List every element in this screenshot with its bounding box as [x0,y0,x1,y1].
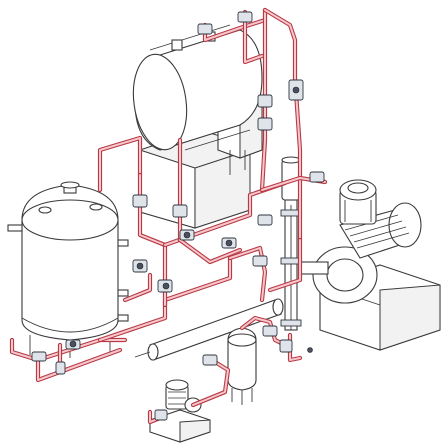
valve-10 [252,255,268,267]
pipe-highlight-19 [241,317,286,346]
pipe-highlight-18 [192,361,229,406]
valve-13 [257,94,273,108]
pipe-highlight-16 [179,239,241,263]
pipe-highlight-10 [244,11,263,63]
horizontal-tube-exchanger [134,298,284,361]
horizontal-drum-tank [132,24,263,151]
valve-21 [154,409,168,421]
valve-28 [307,347,313,353]
pipe-highlight-15 [269,239,301,291]
pipe-highlight-20 [124,274,151,301]
valve-15 [237,11,253,23]
pipe-highlight-2 [37,349,121,381]
valve-4 [132,194,148,208]
pipe-run-5 [97,135,143,193]
valve-26 [225,239,233,247]
pipe-highlight-11 [261,9,266,191]
pipe-highlight-12 [264,9,301,241]
valve-20 [279,339,293,353]
valve-24 [183,231,191,239]
small-receiver-tank [227,327,257,405]
valve-19 [262,325,278,337]
valve-23 [136,262,144,270]
large-pump-motor [299,179,441,351]
valve-14 [257,117,273,131]
valve-3 [55,361,66,375]
valve-18 [202,354,218,366]
valve-5 [172,204,188,218]
valve-27 [292,86,300,94]
valve-17 [309,171,325,183]
pipe-highlight-5 [99,137,141,191]
valve-25 [69,340,77,348]
pipe-run-20 [122,272,153,303]
valve-16 [197,23,213,35]
vertical-storage-tank [7,181,129,358]
valve-11 [257,214,273,226]
valves-and-fittings [31,11,325,421]
vertical-column [280,156,302,331]
valve-1 [31,351,47,362]
valve-22 [162,282,170,290]
